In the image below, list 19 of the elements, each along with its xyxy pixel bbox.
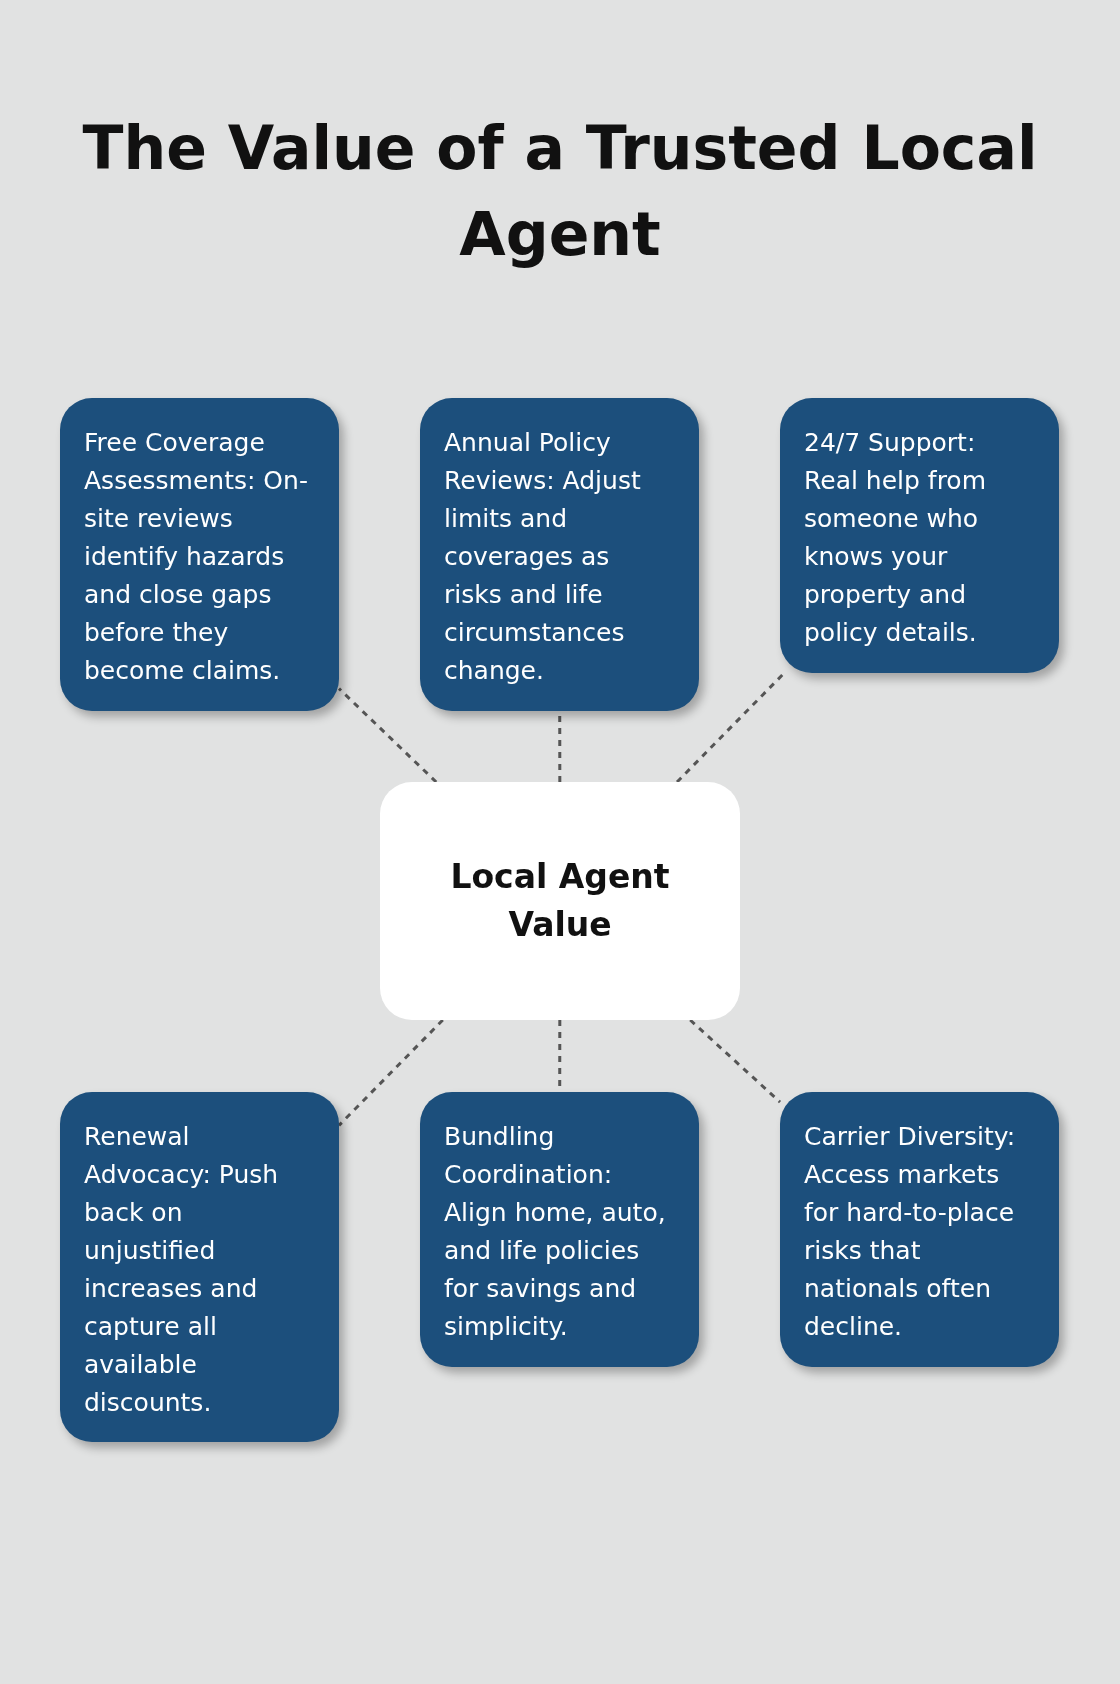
title: The Value of a Trusted Local Agent: [81, 112, 1039, 271]
info-box: [420, 398, 699, 711]
info-box: [60, 1092, 339, 1442]
box-text: Renewal Advocacy: Push back on unjustified increases and capture all available discounts.: [84, 1121, 280, 1419]
info-box: [60, 398, 339, 711]
info-box: [780, 1092, 1059, 1367]
box-text: Annual Policy Reviews: Adjust limits and coverages as risks and life circumstances change.: [444, 427, 642, 687]
connector-line: [689, 1018, 781, 1104]
connector-line: [675, 671, 786, 784]
info-box: [780, 398, 1059, 673]
central-label: Local Agent Value: [449, 856, 671, 946]
connector-line: [337, 687, 438, 784]
connector-line: [337, 1018, 444, 1127]
box-text: Free Coverage Assessments: On-site reviews identify hazards and close gaps before they become claims.: [84, 427, 309, 687]
box-text: 24/7 Support: Real help from someone who knows your property and policy details.: [804, 427, 987, 649]
info-box: [420, 1092, 699, 1367]
box-text: Bundling Coordination: Align home, auto, and life policies for savings and simplicity.: [444, 1121, 667, 1343]
box-text: Carrier Diversity: Access markets for hard-to-place risks that nationals often decline.: [804, 1121, 1017, 1343]
central-box: [380, 782, 740, 1020]
